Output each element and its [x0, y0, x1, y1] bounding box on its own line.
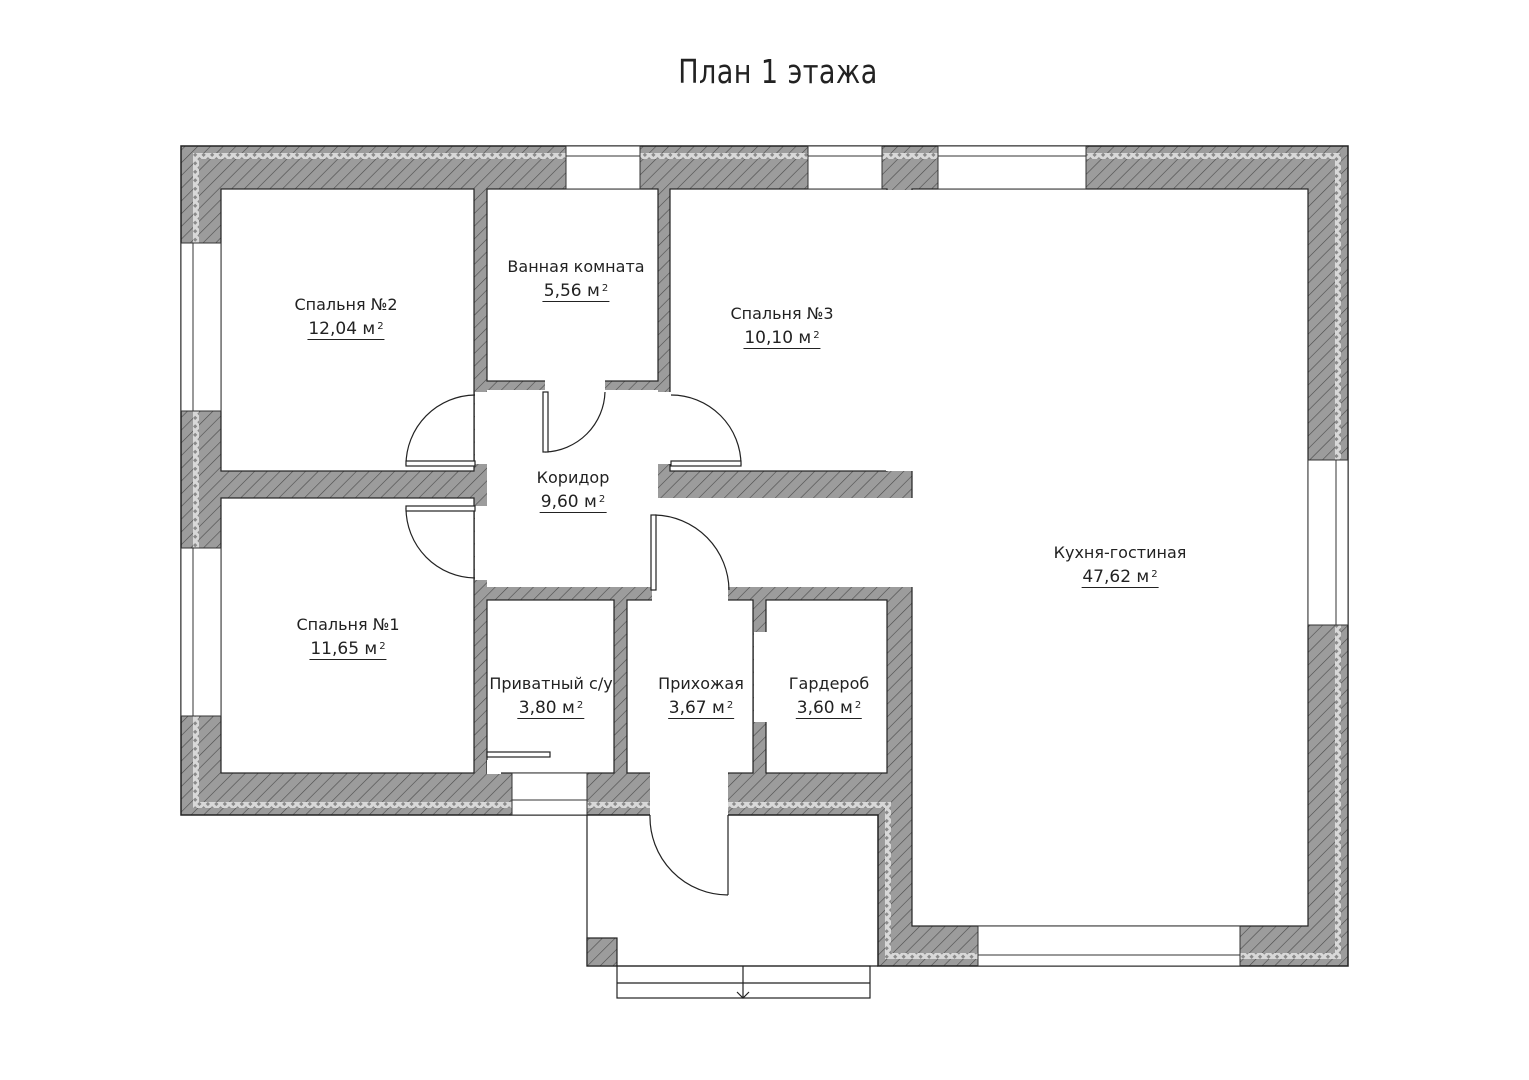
room-corridor: [487, 390, 658, 587]
window: [807, 145, 883, 190]
room-hall: [626, 599, 754, 774]
room-name: Спальня №3: [730, 304, 834, 323]
window: [1307, 459, 1349, 626]
door-entrance: [649, 814, 729, 896]
window: [977, 925, 1241, 967]
room-name: Кухня-гостиная: [1053, 543, 1187, 562]
room-name: Ванная комната: [507, 257, 645, 276]
porch: [586, 815, 878, 967]
room-bathroom: [486, 188, 659, 382]
room-name: Гардероб: [788, 674, 870, 693]
window: [511, 772, 588, 816]
room-private-wc: [486, 599, 615, 774]
door-bedroom-1: [405, 507, 476, 579]
door-wc-sliding: [486, 751, 551, 758]
room-name: Приватный с/у: [489, 674, 613, 693]
window: [180, 547, 222, 717]
insulation-band: [193, 153, 1341, 959]
room-name: Спальня №2: [294, 295, 398, 314]
door-bedroom-3: [670, 394, 742, 466]
window: [565, 145, 641, 190]
door-bedroom-2: [405, 394, 476, 466]
room-name: Коридор: [536, 468, 610, 487]
room-name: Спальня №1: [296, 615, 400, 634]
window: [180, 242, 222, 412]
door-bathroom: [544, 391, 606, 453]
window: [937, 145, 1087, 190]
room-wardrobe: [765, 599, 888, 774]
room-bedroom-3: [669, 188, 888, 472]
plan-title: План 1 этажа: [678, 52, 878, 91]
room-bedroom-1: [220, 497, 475, 774]
door-hall: [654, 514, 730, 591]
room-bedroom-2: [220, 188, 475, 472]
room-name: Прихожая: [658, 674, 744, 693]
